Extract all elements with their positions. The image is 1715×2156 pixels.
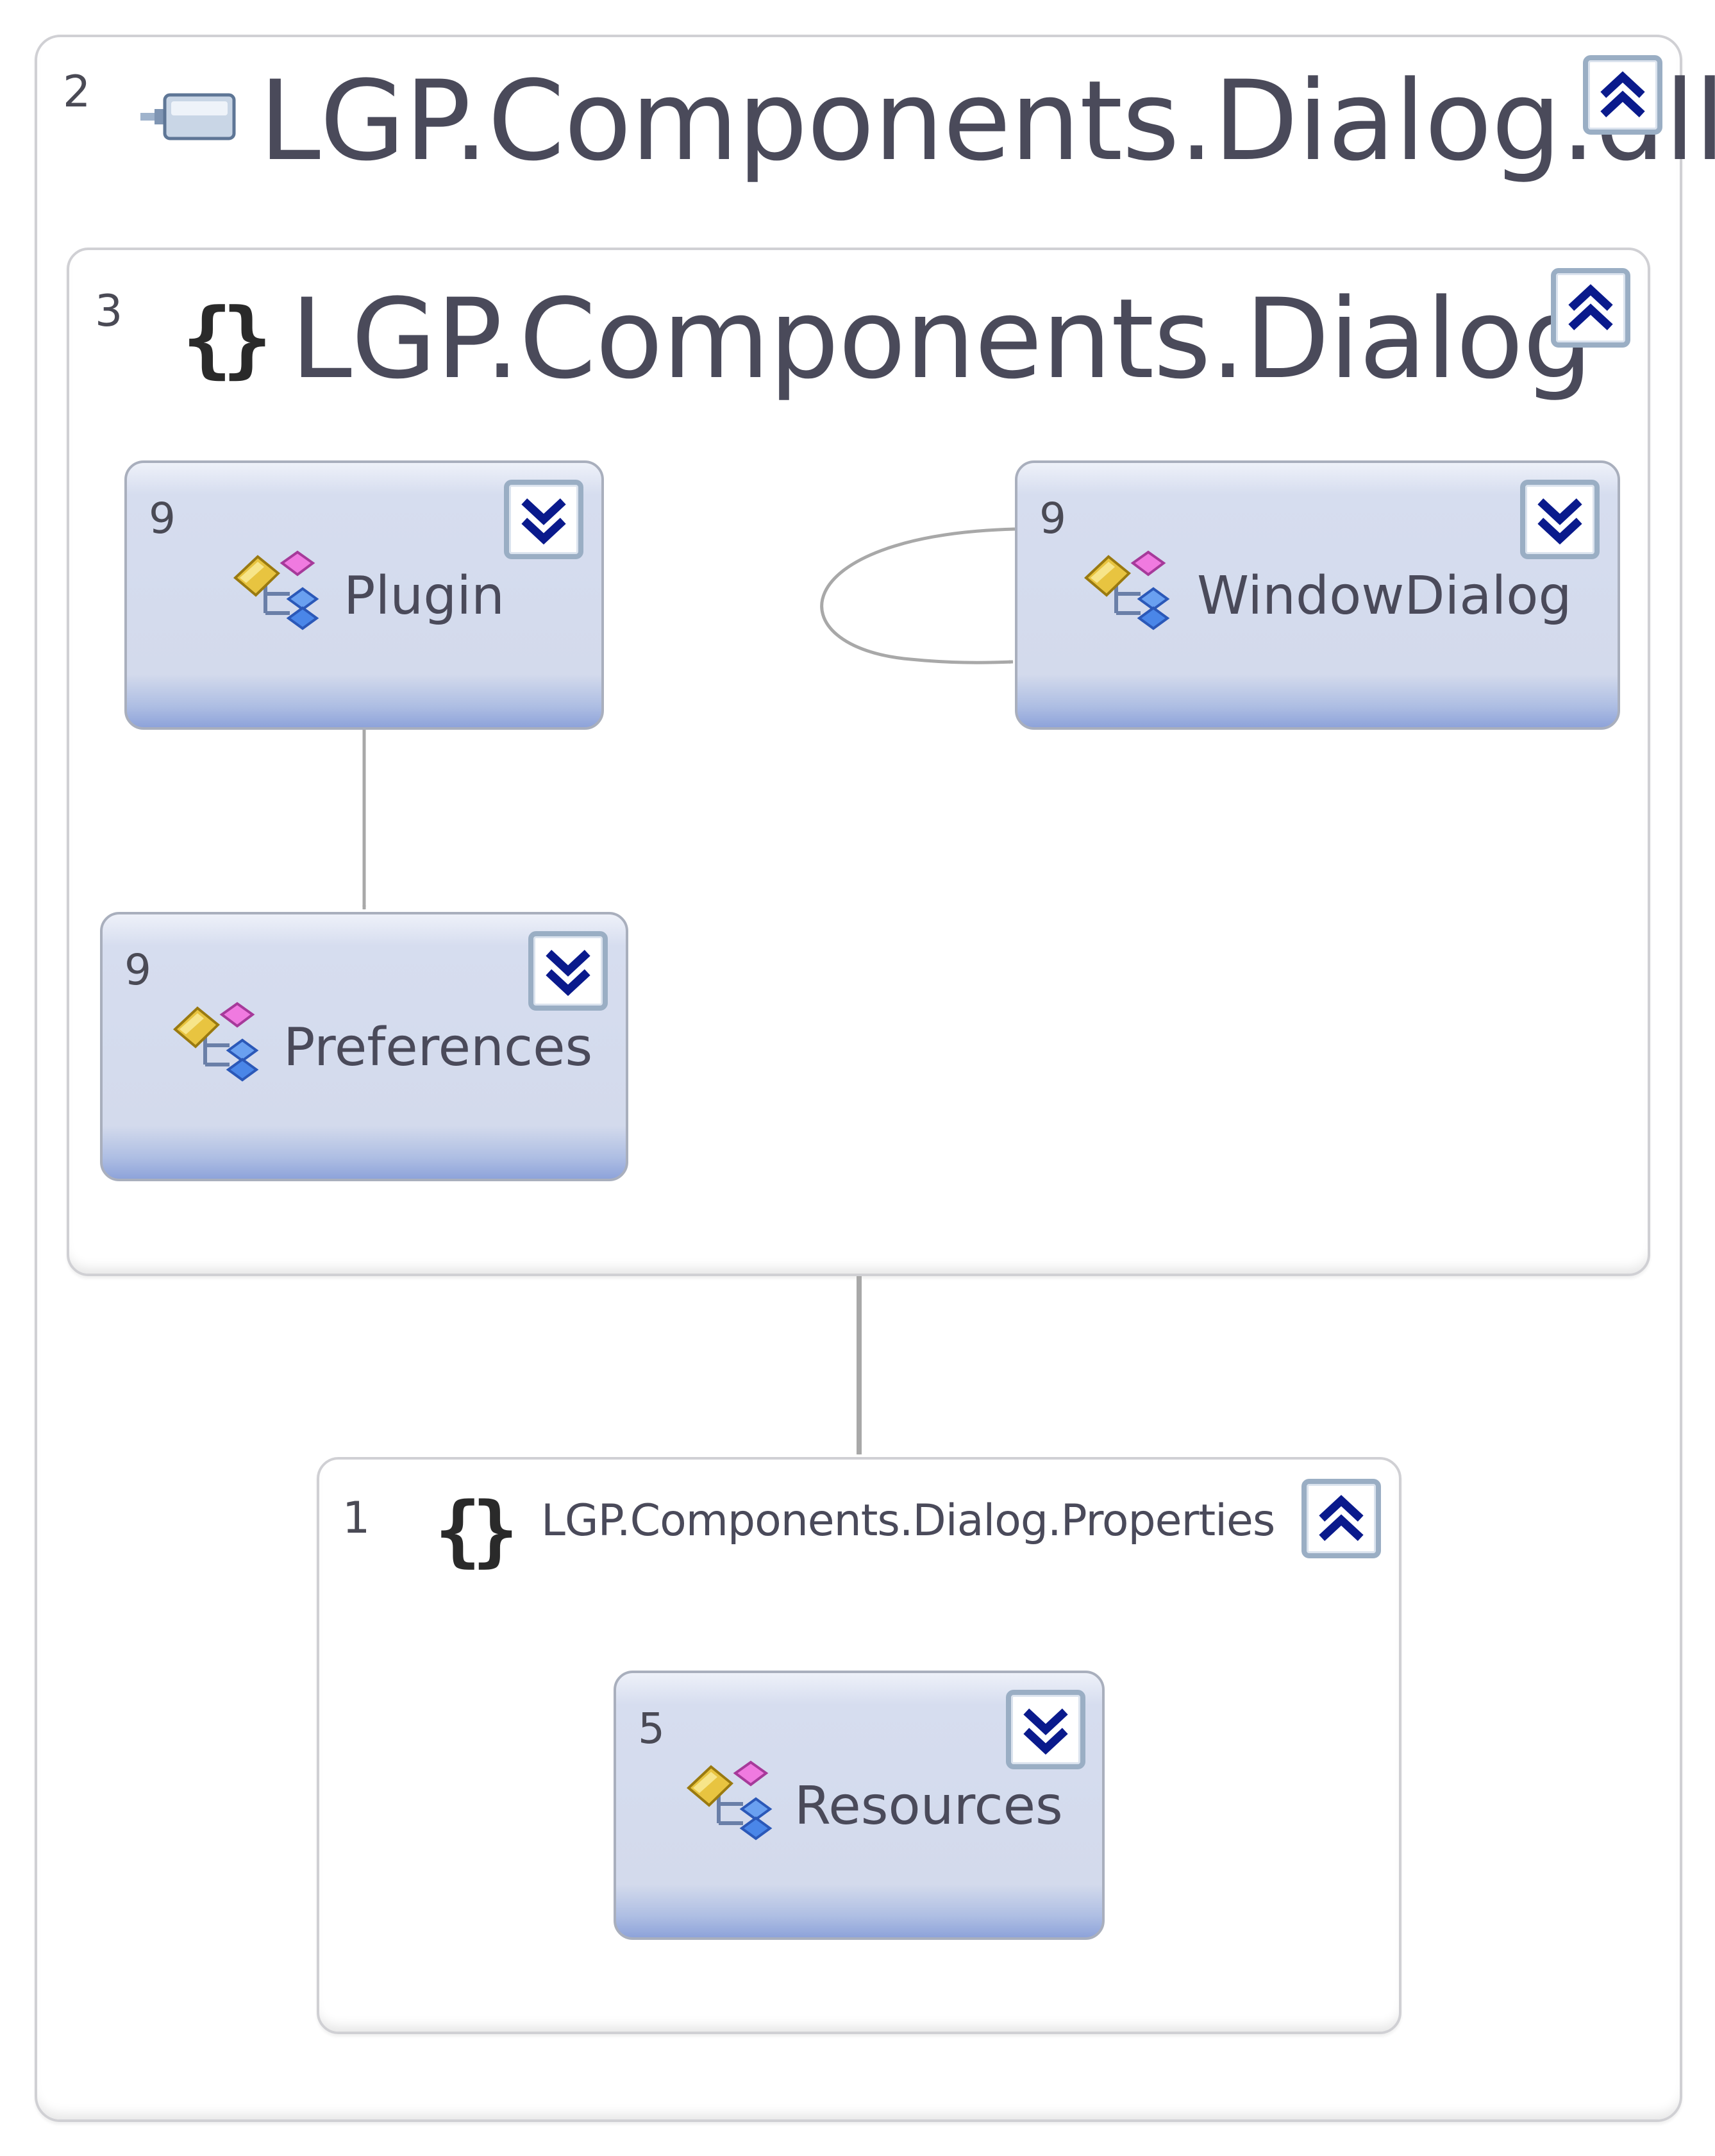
namespace-properties-collapse-button[interactable] — [1301, 1479, 1381, 1558]
class-label: WindowDialog — [1197, 566, 1572, 627]
namespace-properties-count: 1 — [342, 1493, 371, 1544]
namespace-braces-icon: {} — [182, 290, 272, 387]
namespace-braces-icon: {} — [435, 1486, 518, 1576]
class-label: Plugin — [344, 566, 505, 627]
namespace-count: 3 — [95, 286, 123, 337]
class-expand-button[interactable] — [1520, 480, 1600, 559]
namespace-properties-title: LGP.Components.Dialog.Properties — [541, 1495, 1275, 1546]
class-label: Preferences — [283, 1017, 593, 1078]
class-node-plugin[interactable]: 9 Plugin — [124, 460, 604, 730]
class-count: 9 — [149, 494, 176, 543]
namespace-collapse-button[interactable] — [1551, 268, 1630, 348]
class-node-windowdialog[interactable]: 9 WindowDialog — [1015, 460, 1620, 730]
class-count: 9 — [124, 945, 151, 995]
class-expand-button[interactable] — [1006, 1690, 1085, 1769]
class-label: Resources — [794, 1776, 1063, 1837]
class-expand-button[interactable] — [504, 480, 583, 559]
assembly-title: LGP.Components.Dialog.dll — [259, 56, 1715, 185]
assembly-icon — [140, 93, 236, 140]
class-node-preferences[interactable]: 9 Preferences — [100, 912, 628, 1181]
assembly-count: 2 — [63, 67, 91, 117]
class-expand-button[interactable] — [528, 931, 608, 1011]
class-count: 9 — [1039, 494, 1066, 543]
assembly-collapse-button[interactable] — [1583, 55, 1662, 135]
class-count: 5 — [638, 1704, 665, 1753]
edge-windowdialog-self-loop — [820, 527, 1016, 664]
namespace-title: LGP.Components.Dialog — [290, 274, 1593, 403]
class-node-resources[interactable]: 5 Resources — [614, 1671, 1105, 1940]
